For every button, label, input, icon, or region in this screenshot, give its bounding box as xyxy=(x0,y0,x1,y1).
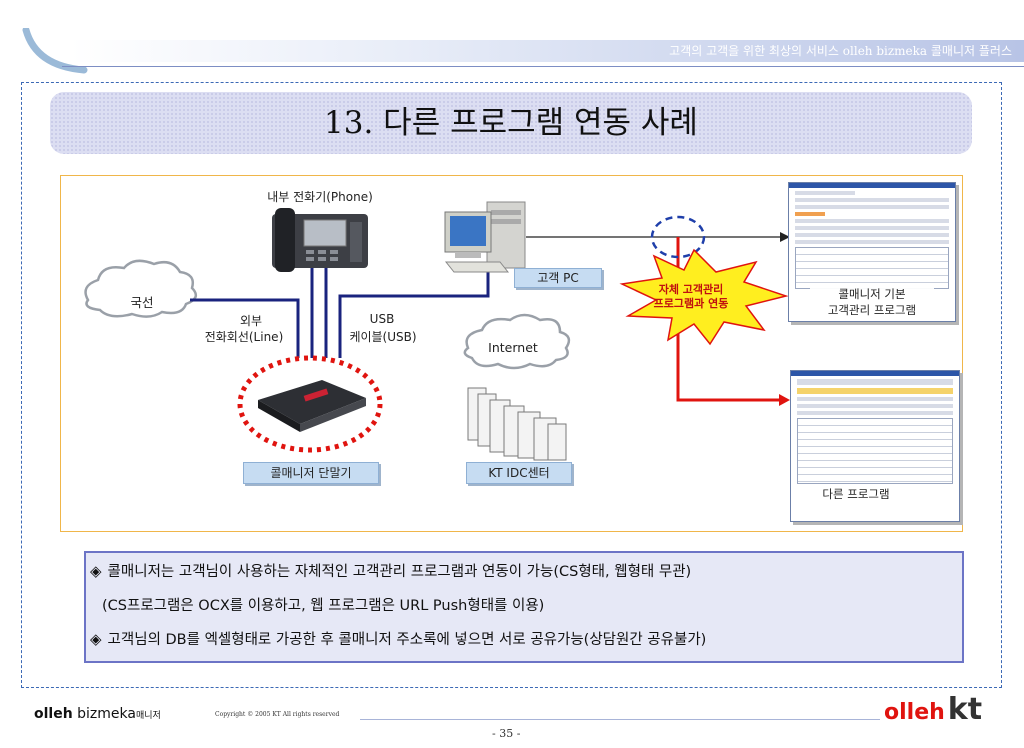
device-highlight-ellipse xyxy=(237,355,383,453)
pc-label-box: 고객 PC xyxy=(514,268,602,288)
basic-crm-caption-line-1: 콜매니저 기본 xyxy=(838,287,906,301)
line-label-2: 전화회선(Line) xyxy=(204,330,284,344)
trunk-cloud-icon xyxy=(84,259,198,318)
connection-wires xyxy=(190,262,490,358)
link-point-dashed-circle xyxy=(650,215,706,259)
phone-icon xyxy=(272,208,368,272)
summary-line-2: (CS프로그램은 OCX를 이용하고, 웹 프로그램은 URL Push형태를 … xyxy=(102,598,545,614)
basic-crm-caption-line-2: 고객관리 프로그램 xyxy=(827,303,917,317)
footer-bizmeka-logo: olleh bizmeka매니저 xyxy=(34,703,161,722)
page-title: 13. 다른 프로그램 연동 사례 xyxy=(324,105,698,141)
customer-pc-icon xyxy=(444,201,526,273)
other-program-caption: 다른 프로그램 xyxy=(806,486,906,502)
diamond-bullet-icon: ◈ xyxy=(90,630,102,648)
header-band xyxy=(70,40,1024,62)
header-tagline: 고객의 고객을 위한 최상의 서비스 olleh bizmeka 콜매니저 플러… xyxy=(669,44,1012,58)
kt-idc-server-icon xyxy=(467,387,567,461)
footer-rule xyxy=(360,719,880,720)
footer-logo-olleh: olleh xyxy=(34,706,73,722)
usb-label-1: USB xyxy=(369,312,395,326)
footer-copyright: Copyright © 2005 KT All rights reserved xyxy=(215,711,340,718)
brand-kt: kt xyxy=(947,692,983,727)
callmanager-device-icon xyxy=(258,380,366,432)
usb-label-2: 케이블(USB) xyxy=(349,330,417,344)
starburst-line-1: 자체 고객관리 xyxy=(658,283,724,296)
summary-text-3: 고객님의 DB를 엑셀형태로 가공한 후 콜매니저 주소록에 넣으면 서로 공유… xyxy=(107,632,707,648)
internet-cloud-icon xyxy=(463,313,571,370)
page-number: - 35 - xyxy=(492,727,521,740)
starburst-line-2: 프로그램과 연동 xyxy=(653,297,729,310)
integration-starburst xyxy=(619,248,789,346)
summary-box: ◈ 콜매니저는 고객님이 사용하는 자체적인 고객관리 프로그램과 연동이 가능(… xyxy=(84,551,964,663)
phone-label: 내부 전화기(Phone) xyxy=(267,190,373,204)
diamond-bullet-icon: ◈ xyxy=(90,562,102,580)
header-swoosh-decoration xyxy=(22,28,88,74)
content-frame xyxy=(21,82,1002,688)
footer-logo-bizmeka: bizmeka xyxy=(72,706,136,722)
internet-label: Internet xyxy=(488,340,538,355)
header-rule xyxy=(62,66,1024,67)
basic-crm-caption: 콜매니저 기본 고객관리 프로그램 xyxy=(810,286,934,318)
summary-text-1: 콜매니저는 고객님이 사용하는 자체적인 고객관리 프로그램과 연동이 가능(C… xyxy=(107,564,692,580)
summary-line-3: ◈ 고객님의 DB를 엑셀형태로 가공한 후 콜매니저 주소록에 넣으면 서로 공… xyxy=(90,628,706,649)
summary-line-1: ◈ 콜매니저는 고객님이 사용하는 자체적인 고객관리 프로그램과 연동이 가능(… xyxy=(90,560,691,581)
line-label-1: 외부 xyxy=(239,314,263,328)
diagram-frame xyxy=(60,175,963,532)
brand-olleh: olleh xyxy=(884,700,945,725)
starburst-text: 자체 고객관리 프로그램과 연동 xyxy=(646,283,736,311)
device-label-box: 콜매니저 단말기 xyxy=(243,462,379,484)
other-program-screenshot xyxy=(790,370,960,522)
title-banner xyxy=(50,92,972,154)
idc-label-box: KT IDC센터 xyxy=(466,462,572,484)
footer-logo-suffix: 매니저 xyxy=(135,711,161,721)
trunk-label: 국선 xyxy=(130,295,154,310)
